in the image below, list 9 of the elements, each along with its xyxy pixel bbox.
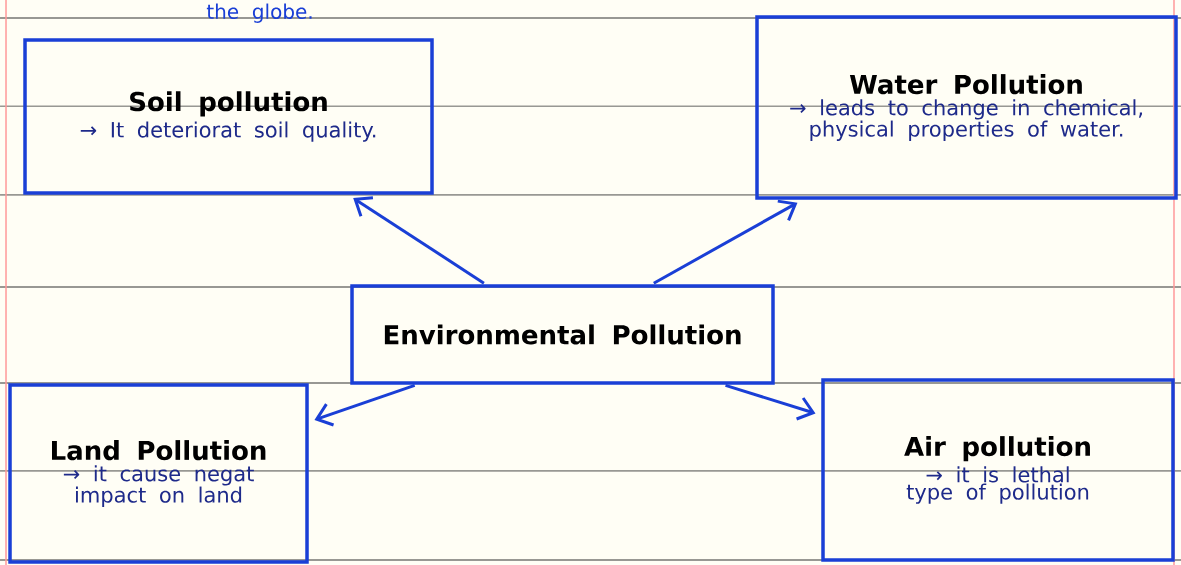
text-box: Land Pollution → it cause negat impact on land xyxy=(8,383,309,564)
text-box: Soil pollution → It deteriorat soil quality. xyxy=(23,38,434,195)
text-box: Environmental Pollution xyxy=(350,284,775,385)
arrow xyxy=(725,383,816,421)
arrow xyxy=(353,196,485,285)
arrow xyxy=(653,199,798,285)
text-box: Water Pollution → leads to change in chemical, physical properties of water. xyxy=(755,15,1178,200)
arrow xyxy=(314,383,416,427)
text-box: Air pollution → it is lethal type of pollution xyxy=(821,378,1175,562)
